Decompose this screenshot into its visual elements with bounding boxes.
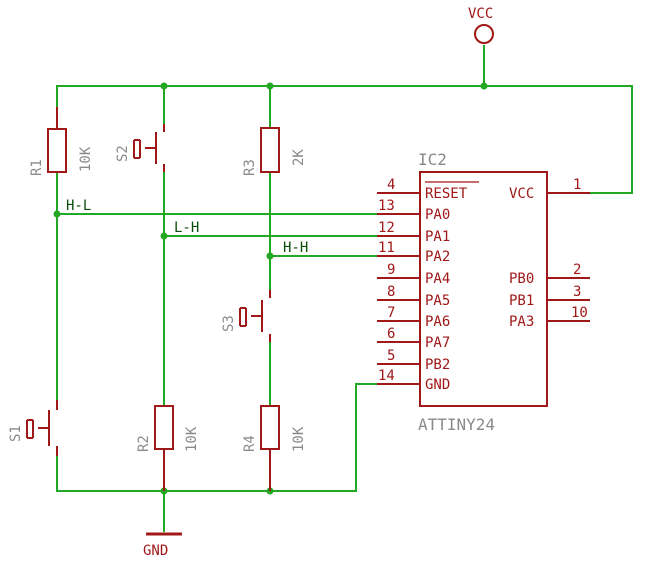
pin-num: 1 — [573, 177, 581, 193]
vcc-label: VCC — [468, 6, 493, 22]
pin-name: PA7 — [425, 335, 450, 351]
pin-num: 4 — [387, 177, 395, 193]
resistor-r3: R3 2K — [242, 127, 307, 176]
junction-dot — [160, 232, 168, 240]
pin-name: PA0 — [425, 207, 450, 223]
s1-name: S1 — [8, 425, 24, 442]
pin-num: 3 — [573, 284, 581, 300]
switch-s1: S1 — [8, 400, 58, 456]
pin-name: PA6 — [425, 314, 450, 330]
r3-value: 2K — [291, 149, 307, 166]
net-label-hl: H-L — [66, 198, 91, 214]
pin-num: 7 — [387, 305, 395, 321]
switch-s2: S2 — [115, 124, 165, 172]
resistor-r4: R4 10K — [242, 405, 307, 491]
r2-value: 10K — [184, 426, 200, 452]
pin-num: 9 — [387, 262, 395, 278]
pin-num: 14 — [378, 368, 395, 384]
junction-dot — [266, 82, 274, 90]
pin-name: VCC — [509, 186, 534, 202]
pin-num: 13 — [378, 198, 395, 214]
junction-dot — [160, 82, 168, 90]
r1-value: 10K — [78, 146, 94, 172]
r4-value: 10K — [291, 426, 307, 452]
pin-num: 11 — [378, 240, 395, 256]
pin-num: 10 — [571, 305, 588, 321]
resistor-r2: R2 10K — [136, 405, 200, 491]
r2-name: R2 — [136, 435, 152, 452]
r3-name: R3 — [242, 159, 258, 176]
junction-dot — [266, 252, 274, 260]
ic2-right-pins: 1 2 3 10 VCC PB0 PB1 PA3 — [509, 177, 590, 330]
pin-name: PB0 — [509, 271, 534, 287]
pin-name: PA5 — [425, 293, 450, 309]
ic2-left-pins: 4 13 12 11 9 8 7 6 5 14 RESET PA0 PA1 PA… — [377, 177, 479, 393]
vcc-bus-wire — [56, 85, 633, 194]
vcc-symbol: VCC — [468, 6, 494, 44]
junction-dot — [480, 82, 488, 90]
gnd-symbol: GND — [143, 532, 182, 559]
net-label-hh: H-H — [283, 240, 308, 256]
pin-name: GND — [425, 377, 450, 393]
gnd-bus-wire — [56, 383, 377, 492]
pin-name: PB1 — [509, 293, 534, 309]
ic2-name: IC2 — [418, 150, 447, 169]
pin-num: 6 — [387, 326, 395, 342]
ic2-part: ATTINY24 — [418, 415, 495, 434]
pin-name: PA1 — [425, 229, 450, 245]
ic2-attiny24: IC2 ATTINY24 4 13 12 11 9 8 7 6 5 14 RES… — [377, 150, 590, 434]
pin-num: 2 — [573, 262, 581, 278]
s2-name: S2 — [115, 145, 131, 162]
pin-name: RESET — [425, 186, 468, 202]
pin-num: 12 — [378, 220, 395, 236]
pin-num: 8 — [387, 284, 395, 300]
switch-s3: S3 — [221, 290, 271, 342]
resistor-r1: R1 10K — [29, 107, 94, 176]
junction-dot — [53, 210, 61, 218]
net-label-lh: L-H — [174, 220, 199, 236]
pin-name: PA2 — [425, 249, 450, 265]
wires — [56, 45, 633, 532]
s3-name: S3 — [221, 315, 237, 332]
pin-name: PA4 — [425, 271, 450, 287]
gnd-label: GND — [143, 543, 168, 559]
r1-name: R1 — [29, 159, 45, 176]
pin-num: 5 — [387, 348, 395, 364]
pin-name: PA3 — [509, 314, 534, 330]
pin-name: PB2 — [425, 357, 450, 373]
r4-name: R4 — [242, 435, 258, 452]
